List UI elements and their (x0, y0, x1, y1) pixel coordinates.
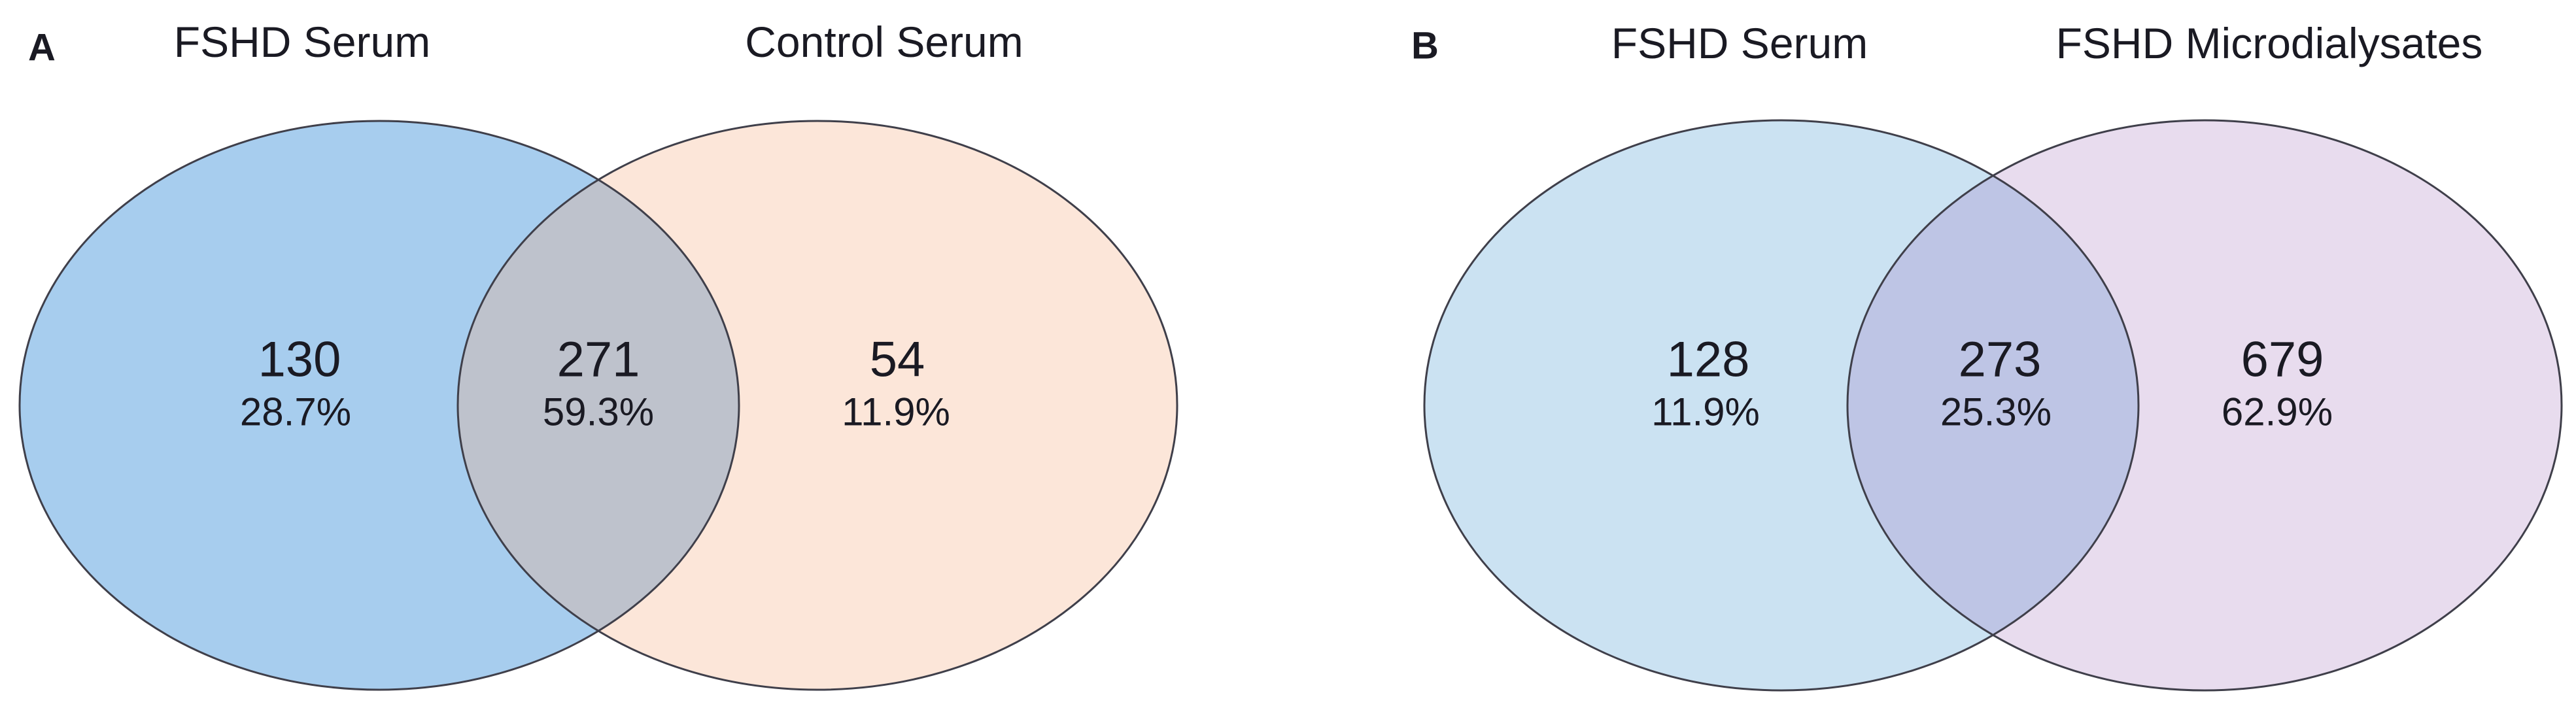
panel-a-right-ellipse-outline (456, 120, 1178, 691)
panel-b-label: B (1411, 25, 1439, 67)
panel-a-left-set-title: FSHD Serum (174, 18, 430, 66)
panel-b-left-set-title: FSHD Serum (1611, 19, 1868, 67)
panel-b-right-ellipse-outline (1846, 119, 2563, 692)
panel-b-overlap-region (1847, 120, 2138, 690)
panel-b-right-set-title: FSHD Microdialysates (2056, 19, 2483, 67)
panel-a-right-set-title: Control Serum (745, 18, 1023, 66)
panel-b-left-ellipse-outline (1423, 119, 2140, 692)
panel-b-right-only-percent: 62.9% (2222, 390, 2333, 434)
panel-a-overlap-percent: 59.3% (543, 390, 654, 434)
panel-b-left-only-count: 128 (1667, 332, 1750, 388)
panel-a-overlap-count: 271 (557, 332, 640, 388)
panel-b-left-only-percent: 11.9% (1651, 390, 1760, 434)
panel-a-right-only-percent: 11.9% (842, 390, 950, 434)
panel-b-right-only-count: 679 (2241, 332, 2324, 388)
panel-a-label: A (28, 27, 56, 69)
panel-a-left-only-percent: 28.7% (240, 390, 351, 434)
panel-b-overlap-count: 273 (1959, 332, 2042, 388)
panel-a-right-only-count: 54 (870, 332, 925, 388)
panel-a: A FSHD Serum Control Serum 130 28.7% 271… (18, 18, 1178, 691)
panel-a-overlap-region (458, 121, 739, 690)
panel-a-left-only-count: 130 (258, 332, 341, 388)
panel-b: B FSHD Serum FSHD Microdialysates 128 11… (1411, 19, 2563, 692)
panel-b-overlap-percent: 25.3% (1940, 390, 2052, 434)
panel-a-left-ellipse-outline (18, 120, 740, 691)
